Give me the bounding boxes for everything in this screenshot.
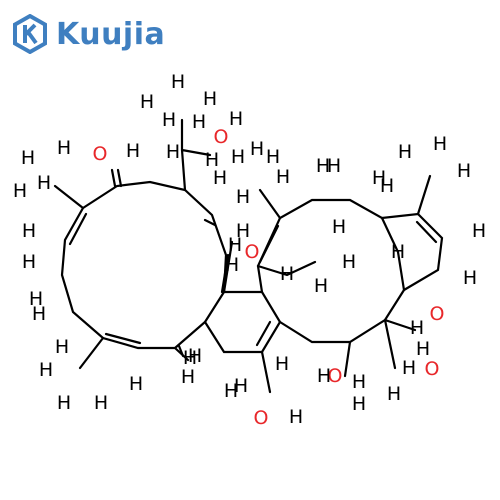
hydrogen-atom-label: H: [162, 109, 176, 131]
hydrogen-atom-label: H: [332, 216, 346, 238]
hydrogen-atom-label: H: [342, 251, 356, 273]
hydrogen-atom-label: H: [280, 263, 294, 285]
hydrogen-atom-label: H: [433, 133, 447, 155]
hydrogen-atom-label: H: [387, 383, 401, 405]
hydrogen-atom-label: H: [236, 220, 250, 242]
hydrogen-atom-label: H: [181, 366, 195, 388]
oxygen-atom-label: O: [245, 241, 260, 263]
hydrogen-atom-label: H: [316, 155, 330, 177]
hydrogen-atom-label: H: [188, 345, 202, 367]
hexagon-k-icon: [13, 14, 47, 54]
hydrogen-atom-label: H: [57, 392, 71, 414]
hydrogen-atom-label: H: [410, 317, 424, 339]
hydrogen-atom-label: H: [380, 175, 394, 197]
hydrogen-atom-label: H: [266, 146, 280, 168]
hydrogen-atom-label: H: [55, 336, 69, 358]
brand-logo: Kuujia: [12, 13, 165, 55]
hydrogen-atom-label: H: [32, 303, 46, 325]
bond-lines: [53, 118, 444, 394]
hydrogen-atom-label: H: [129, 373, 143, 395]
hydrogen-atom-label: H: [234, 375, 248, 397]
hydrogen-atom-label: H: [22, 251, 36, 273]
hydrogen-atom-label: H: [317, 365, 331, 387]
hydrogen-atom-label: H: [402, 357, 416, 379]
oxygen-atom-label: O: [430, 303, 445, 325]
hydrogen-atom-label: H: [231, 146, 245, 168]
hydrogen-atom-label: H: [275, 353, 289, 375]
hydrogen-atom-label: H: [166, 141, 180, 163]
hydrogen-atom-label: H: [205, 149, 219, 171]
hydrogen-atom-label: H: [229, 108, 243, 130]
hydrogen-atom-label: H: [289, 406, 303, 428]
hydrogen-atom-label: H: [39, 359, 53, 381]
hydrogen-atom-label: H: [213, 167, 227, 189]
oxygen-atom-label: O: [254, 407, 269, 429]
hydrogen-atom-label: H: [21, 147, 35, 169]
hydrogen-atom-label: H: [398, 141, 412, 163]
hydrogen-atom-label: H: [472, 220, 486, 242]
hydrogen-atom-label: H: [236, 186, 250, 208]
oxygen-atom-label: O: [93, 143, 108, 165]
hydrogen-atom-label: H: [126, 140, 140, 162]
oxygen-atom-label: O: [425, 358, 440, 380]
oxygen-atom-label: O: [214, 126, 229, 148]
hydrogen-atom-label: H: [457, 160, 471, 182]
hydrogen-atom-label: H: [416, 338, 430, 360]
hydrogen-atom-label: H: [314, 275, 328, 297]
hydrogen-atom-label: H: [463, 267, 477, 289]
hydrogen-atom-label: H: [352, 371, 366, 393]
hydrogen-atom-label: H: [203, 88, 217, 110]
hydrogen-atom-label: H: [192, 111, 206, 133]
brand-name: Kuujia: [56, 16, 166, 52]
hydrogen-atom-label: H: [57, 137, 71, 159]
hydrogen-atom-label: H: [224, 380, 238, 402]
hydrogen-atom-label: H: [171, 71, 185, 93]
hydrogen-atom-label: H: [225, 254, 239, 276]
hydrogen-atom-label: H: [372, 167, 386, 189]
hydrogen-atom-label: H: [228, 234, 242, 256]
hydrogen-atom-label: H: [22, 220, 36, 242]
hydrogen-atom-label: H: [327, 155, 341, 177]
hydrogen-atom-label: H: [250, 138, 264, 160]
hydrogen-atom-label: H: [37, 172, 51, 194]
hydrogen-atom-label: H: [94, 392, 108, 414]
hydrogen-atom-label: H: [140, 91, 154, 113]
hydrogen-atom-label: H: [352, 393, 366, 415]
hydrogen-atom-label: H: [183, 347, 197, 369]
hydrogen-atom-label: H: [391, 241, 405, 263]
hydrogen-atom-label: H: [276, 166, 290, 188]
hydrogen-atom-label: H: [13, 180, 27, 202]
hydrogen-atom-label: H: [29, 288, 43, 310]
oxygen-atom-label: O: [328, 365, 343, 387]
